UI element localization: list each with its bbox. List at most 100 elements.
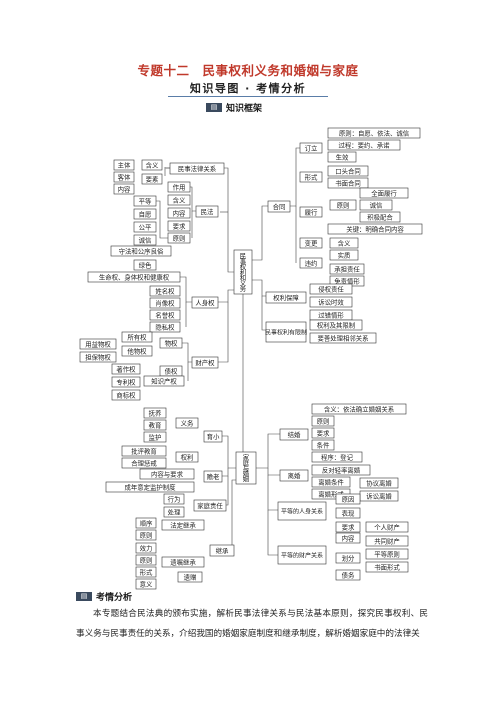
node-full-performance: 全面履行 — [359, 187, 409, 199]
node-equality-principle: 平等原则 — [365, 548, 409, 560]
svg-text:要求: 要求 — [342, 522, 355, 531]
svg-text:含义: 含义 — [338, 238, 351, 247]
svg-text:教育: 教育 — [149, 420, 162, 429]
svg-text:原因: 原因 — [342, 495, 355, 503]
svg-text:顺序: 顺序 — [140, 518, 153, 527]
node-conclude-effect: 生效 — [327, 151, 357, 163]
node-prop-content: 内容 — [335, 532, 361, 544]
node-security-right: 担保物权 — [79, 351, 117, 363]
node-validity: 效力 — [135, 542, 157, 554]
subtitle-underline — [168, 96, 328, 97]
node-guardianship: 监护 — [143, 431, 167, 443]
svg-text:继承: 继承 — [216, 546, 229, 555]
svg-text:履行: 履行 — [305, 207, 318, 216]
connector-line — [290, 147, 300, 207]
node-content-requirement: 内容与要求 — [139, 468, 195, 480]
svg-text:担保物权: 担保物权 — [85, 352, 111, 361]
svg-text:名誉权: 名誉权 — [155, 310, 175, 319]
node-prop-division: 划分 — [335, 552, 361, 564]
svg-text:物权: 物权 — [165, 338, 178, 347]
node-marriage-registration: 程序：登记 — [311, 451, 363, 463]
node-will-principle: 原则 — [135, 554, 157, 566]
node-elder-support: 赡老 — [203, 470, 223, 483]
svg-text:和: 和 — [240, 273, 246, 282]
svg-text:家庭责任: 家庭责任 — [197, 501, 223, 510]
node-limitation: 诉讼时效 — [309, 296, 353, 308]
node-law-requirement: 要求 — [167, 220, 191, 232]
node-change-essence: 实质 — [329, 249, 359, 261]
svg-text:程序：登记: 程序：登记 — [321, 452, 354, 461]
connector-line — [180, 276, 192, 303]
node-raise: 抚养 — [143, 407, 167, 419]
svg-text:民事权利有限制: 民事权利有限制 — [265, 328, 307, 336]
svg-text:务: 务 — [240, 284, 247, 293]
node-equal-personal: 平等的人身关系 — [277, 501, 327, 521]
svg-text:肖像权: 肖像权 — [155, 298, 175, 307]
node-law-principle: 原则 — [167, 232, 191, 244]
svg-text:离婚条件: 离婚条件 — [318, 477, 344, 486]
node-contract-conclude: 订立 — [299, 142, 323, 154]
node-agreed-divorce: 协议离婚 — [359, 477, 399, 489]
svg-text:姓名权: 姓名权 — [155, 286, 175, 295]
svg-text:内容: 内容 — [342, 533, 355, 542]
node-change-meaning: 含义 — [329, 237, 359, 249]
svg-text:原则: 原则 — [337, 201, 350, 209]
svg-text:原则：自愿、依法、诚信: 原则：自愿、依法、诚信 — [339, 128, 410, 137]
node-tort-liability: 侵权责任 — [309, 283, 353, 295]
connector-line — [267, 475, 278, 511]
svg-text:免责情形: 免责情形 — [334, 276, 360, 285]
svg-text:个人财产: 个人财产 — [374, 522, 400, 531]
svg-text:人身权: 人身权 — [195, 298, 215, 307]
svg-text:要求: 要求 — [173, 221, 186, 230]
svg-text:侵权责任: 侵权责任 — [318, 284, 344, 293]
node-principle-green: 绿色 — [133, 259, 157, 271]
node-bequest: 遗赠 — [177, 571, 203, 583]
connector-line — [156, 200, 168, 239]
node-principle-fairness: 公平 — [133, 221, 157, 233]
connector-line — [226, 479, 236, 551]
svg-text:共同财产: 共同财产 — [374, 536, 400, 545]
node-rights: 权利 — [175, 451, 199, 463]
svg-text:诉讼离婚: 诉讼离婚 — [366, 491, 392, 500]
svg-text:姻: 姻 — [243, 474, 249, 483]
connector-line — [182, 342, 192, 363]
svg-text:所有权: 所有权 — [127, 332, 147, 341]
svg-text:合理惩戒: 合理惩戒 — [131, 458, 157, 467]
svg-text:赡老: 赡老 — [207, 472, 220, 481]
node-contract: 合同 — [267, 200, 291, 213]
svg-text:债权: 债权 — [165, 366, 178, 375]
node-divorce: 离婚 — [279, 469, 309, 482]
svg-text:行为: 行为 — [168, 494, 181, 503]
connector-line — [267, 510, 278, 556]
node-creditor-right: 债权 — [159, 365, 183, 377]
node-equal-show: 表现 — [335, 507, 361, 519]
node-contract-perform: 履行 — [299, 206, 323, 218]
svg-text:批评教育: 批评教育 — [131, 446, 157, 455]
svg-text:违约: 违约 — [305, 258, 318, 267]
node-marriage-requirement: 要求 — [311, 427, 335, 439]
svg-text:育小: 育小 — [207, 432, 220, 441]
node-principle-good-faith: 诚信 — [133, 234, 157, 246]
svg-text:变更: 变更 — [305, 238, 318, 247]
node-relation-meaning: 含义 — [141, 159, 163, 171]
node-copyright: 著作权 — [111, 363, 141, 375]
svg-text:原则: 原则 — [140, 556, 153, 564]
node-breach-liability: 承担责任 — [329, 263, 365, 275]
svg-text:要素: 要素 — [146, 174, 159, 183]
svg-text:反对轻率离婚: 反对轻率离婚 — [322, 465, 361, 474]
node-rights-and-limits: 权利及其限制 — [309, 319, 363, 331]
svg-text:意义: 意义 — [140, 579, 153, 588]
svg-text:积极配合: 积极配合 — [367, 212, 393, 221]
svg-text:诚信: 诚信 — [370, 200, 383, 209]
svg-text:条件: 条件 — [317, 440, 330, 449]
intro-paragraph: 本专题结合民法典的颁布实施，解析民事法律关系与民法基本原则，探究民事权利、民事义… — [76, 609, 428, 639]
svg-text:家: 家 — [243, 453, 250, 462]
svg-text:事: 事 — [240, 256, 247, 265]
node-educate: 教育 — [143, 419, 167, 431]
connector-line — [190, 186, 196, 212]
svg-text:内容: 内容 — [118, 184, 131, 193]
node-criticize: 批评教育 — [121, 445, 167, 457]
svg-text:实质: 实质 — [338, 250, 351, 259]
